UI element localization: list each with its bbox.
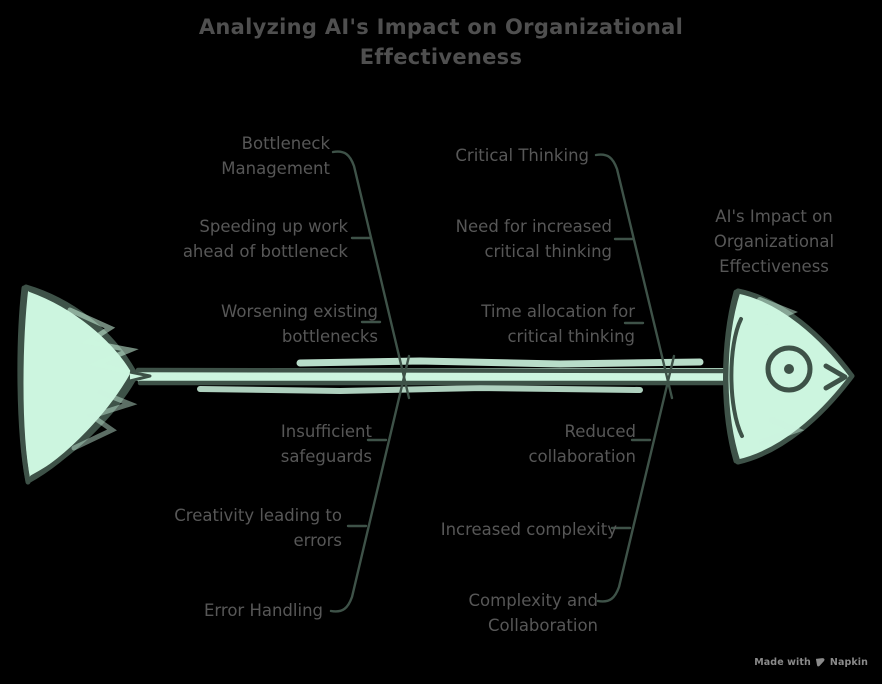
napkin-watermark: Made with Napkin (754, 657, 868, 668)
effect-label-ai-impact: AI's Impact on Organizational Effectiven… (713, 207, 835, 276)
cause-label-insufficient-safeguards: Insufficient safeguards (280, 422, 372, 466)
category-label-complexity-and-collaboration: Complexity and Collaboration (468, 591, 598, 635)
cause-label-need-for-increased-critical-thinking: Need for increased critical thinking (455, 217, 612, 261)
branch-line-complexity-and-collaboration (596, 354, 676, 603)
category-label-critical-thinking: Critical Thinking (455, 146, 589, 165)
branch-line-error-handling (329, 354, 411, 613)
category-label-bottleneck-management: Bottleneck Management (221, 134, 330, 178)
page-title-line-2: Effectiveness (359, 45, 523, 69)
category-label-error-handling: Error Handling (203, 601, 323, 620)
gill-line (729, 317, 744, 438)
fish-tail (17, 284, 152, 485)
cause-label-creativity-leading-to-errors: Creativity leading to errors (174, 506, 342, 550)
cause-label-worsening-existing-bottlenecks: Worsening existing bottlenecks (221, 302, 378, 346)
mouth-line (823, 363, 848, 391)
fish-head (723, 288, 855, 465)
napkin-logo-icon (815, 657, 826, 668)
page-title-line-1: Analyzing AI's Impact on Organizational (198, 15, 684, 39)
eye-icon (765, 345, 813, 393)
cause-label-time-allocation-for-critical-thinking: Time allocation for critical thinking (481, 302, 635, 346)
cause-label-speeding-up-work: Speeding up work ahead of bottleneck (182, 217, 348, 261)
watermark-brand: Napkin (829, 657, 868, 668)
branch-line-critical-thinking (594, 153, 674, 400)
watermark-prefix: Made with (754, 657, 811, 668)
page-title: Analyzing AI's Impact on Organizational … (0, 12, 882, 72)
cause-label-reduced-collaboration: Reduced collaboration (528, 422, 636, 466)
cause-label-increased-complexity: Increased complexity (440, 520, 617, 539)
branch-line-bottleneck-management (331, 150, 411, 400)
fish-spine (130, 357, 751, 395)
